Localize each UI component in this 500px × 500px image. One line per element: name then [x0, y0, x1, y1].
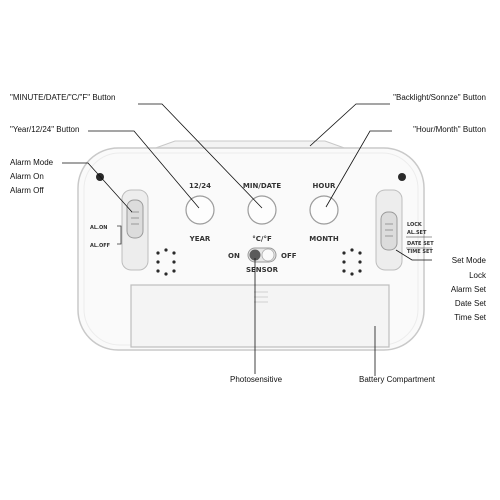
al-set-mode-label: AL.SET	[407, 230, 427, 236]
callout-alarm-off: Alarm Off	[10, 186, 44, 195]
cf-label: °C/°F	[252, 235, 272, 243]
screw-hole-right	[398, 173, 406, 181]
callout-time-set: Time Set	[454, 313, 486, 322]
callout-photosensitive: Photosensitive	[230, 375, 283, 384]
callout-hour-month: "Hour/Month" Button	[413, 125, 486, 134]
callout-alarm-set: Alarm Set	[450, 285, 486, 294]
callout-lock: Lock	[469, 271, 486, 280]
callout-alarm-mode: Alarm Mode	[10, 158, 54, 167]
sensor-on-label: ON	[228, 252, 240, 260]
al-off-label: AL.OFF	[90, 243, 110, 249]
callout-lines	[62, 103, 432, 376]
set-mode-switch-knob[interactable]	[380, 211, 398, 251]
btn-12-24-label: 12/24	[189, 182, 211, 190]
year-12-24-button[interactable]	[185, 195, 215, 225]
time-set-mode-label: TIME SET	[407, 249, 433, 255]
year-label: YEAR	[189, 235, 211, 243]
minute-date-cf-button[interactable]	[247, 195, 277, 225]
speaker-grille-left	[156, 248, 176, 276]
al-on-label: AL.ON	[90, 225, 107, 231]
callout-battery-compartment: Battery Compartment	[359, 375, 436, 384]
lock-mode-label: LOCK	[407, 222, 423, 228]
callout-date-set: Date Set	[454, 299, 486, 308]
callout-alarm-on: Alarm On	[10, 172, 44, 181]
sensor-switch-knob[interactable]	[261, 248, 275, 262]
month-label: MONTH	[309, 235, 339, 243]
callout-set-mode: Set Mode	[451, 256, 486, 265]
sensor-label: SENSOR	[246, 266, 279, 274]
speaker-grille-right	[342, 248, 362, 276]
battery-cover-grip	[254, 291, 268, 303]
btn-min-date-label: MIN/DATE	[243, 182, 281, 190]
callout-backlight-snooze: "Backlight/Sonnze" Button	[393, 93, 486, 102]
btn-hour-label: HOUR	[313, 182, 336, 190]
sensor-off-label: OFF	[281, 252, 297, 260]
photosensitive-sensor[interactable]	[249, 249, 261, 261]
callout-minute-date-cf: "MINUTE/DATE/"C/"F" Button	[10, 93, 116, 102]
alarm-mode-switch-knob[interactable]	[126, 199, 144, 239]
battery-compartment-cover[interactable]	[130, 284, 390, 348]
date-set-mode-label: DATE SET	[407, 241, 434, 247]
hour-month-button[interactable]	[309, 195, 339, 225]
callout-year-12-24: "Year/12/24" Button	[10, 125, 80, 134]
